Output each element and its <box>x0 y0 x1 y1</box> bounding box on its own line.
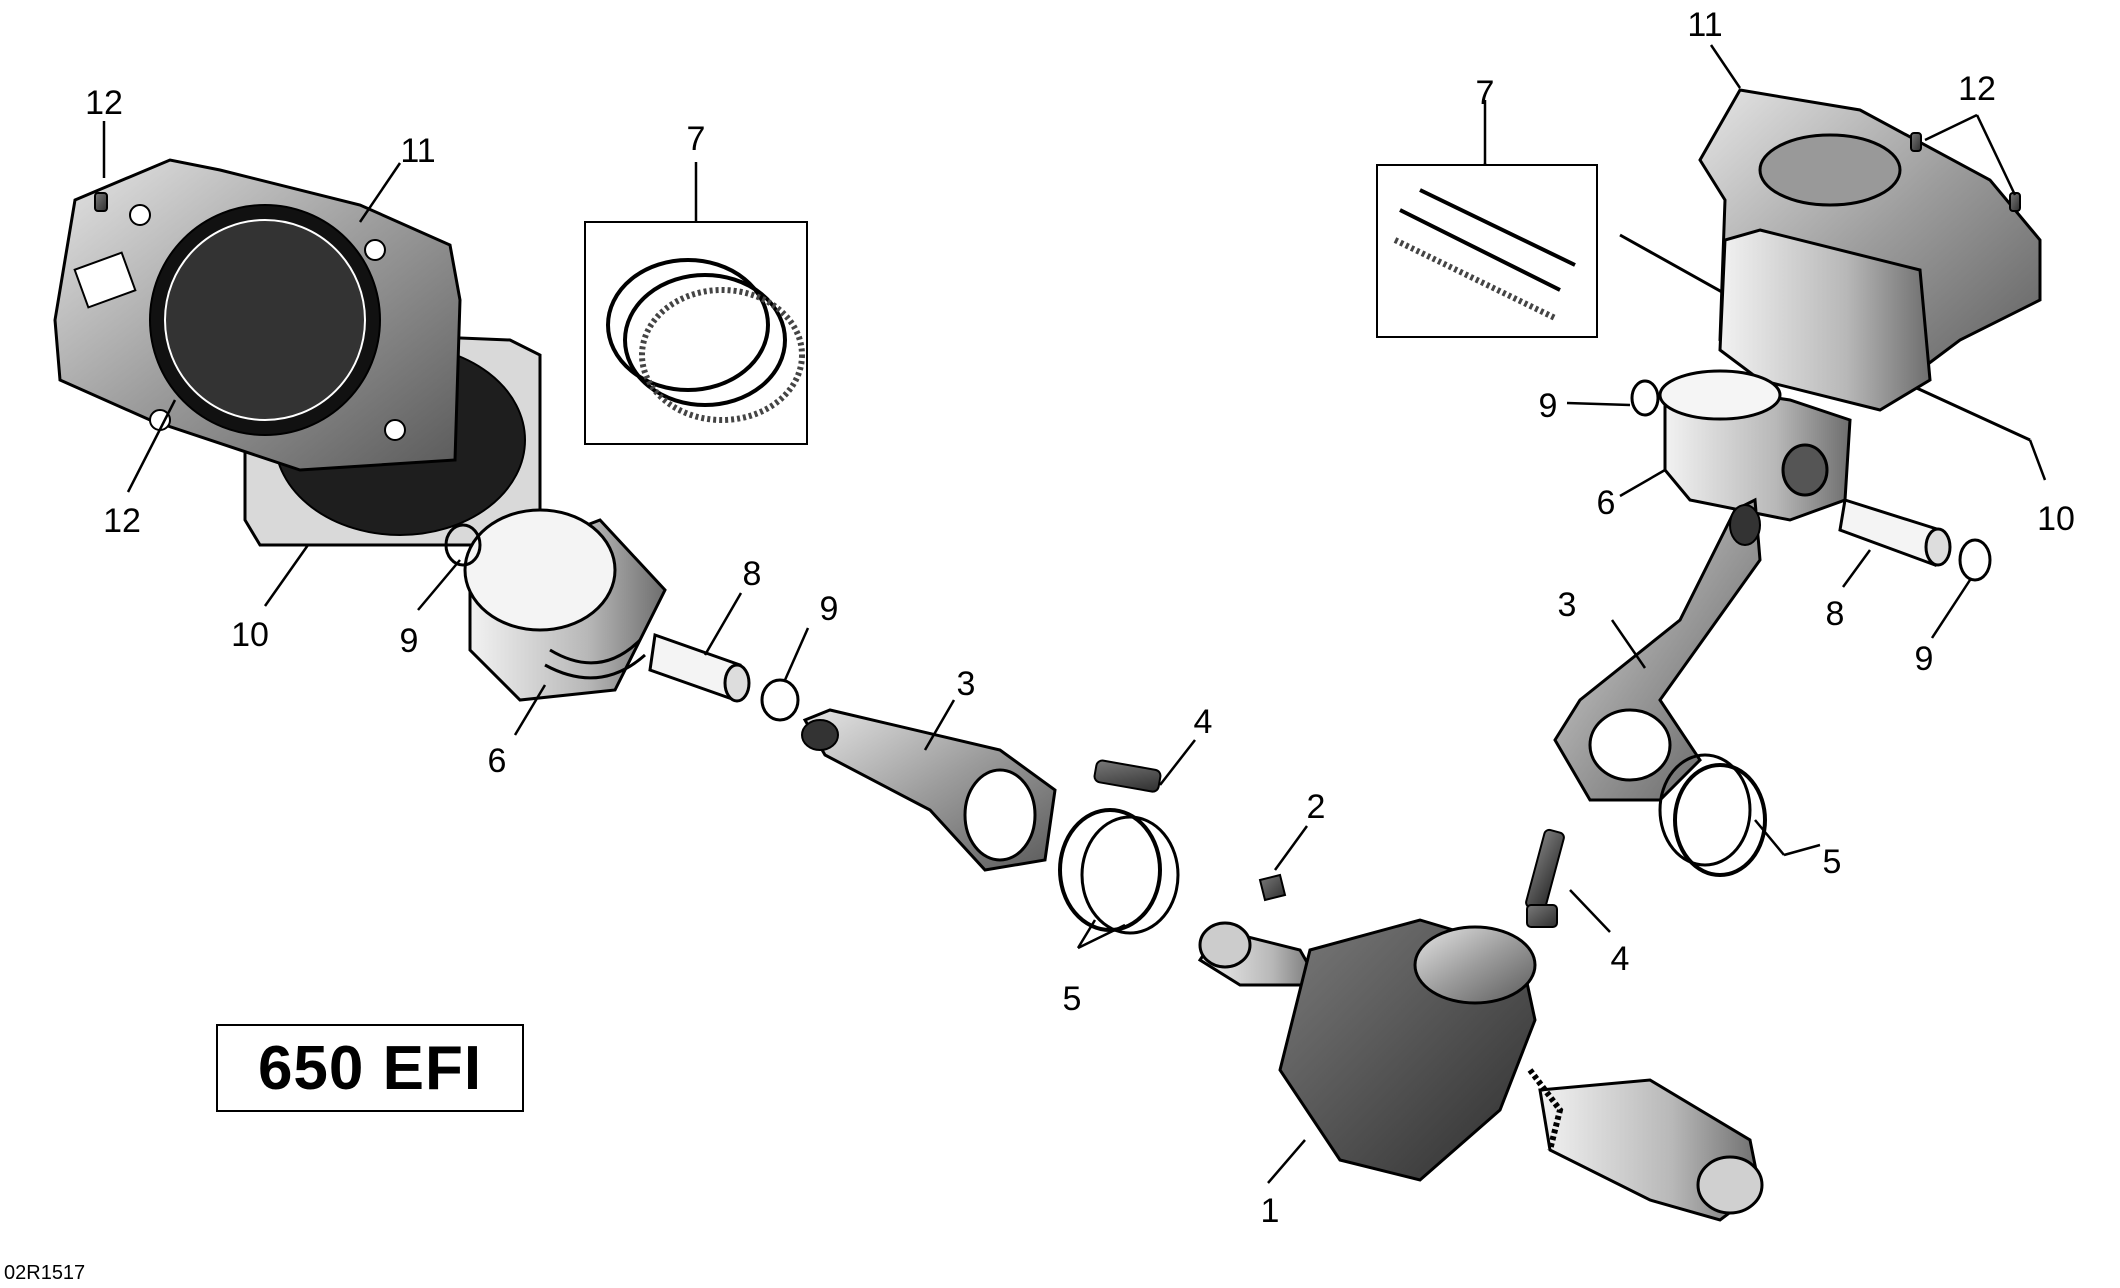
right-dowel-pin-b <box>2009 192 2021 212</box>
left-rod-bearing <box>1058 808 1180 935</box>
right-dowel-pin-a <box>1910 132 1922 152</box>
left-circlip-inner <box>760 678 800 722</box>
callout-8: 8 <box>1826 595 1845 633</box>
callout-labels: 12 11 12 10 9 7 6 8 9 3 4 5 2 1 11 12 7 … <box>85 6 2075 1230</box>
callout-4: 4 <box>1611 940 1630 978</box>
callout-11: 11 <box>400 132 435 170</box>
callout-3: 3 <box>957 665 976 703</box>
callout-7: 7 <box>687 120 706 158</box>
left-piston-ring-set <box>584 221 808 445</box>
model-label-box: 650 EFI <box>216 1024 524 1112</box>
callout-12: 12 <box>85 84 123 122</box>
reference-code: 02R1517 <box>4 1262 86 1284</box>
right-rod-bearing <box>1658 753 1767 877</box>
right-piston-ring-set <box>1376 164 1598 338</box>
callout-9: 9 <box>400 622 419 660</box>
right-circlip-upper <box>1630 379 1660 417</box>
callout-1: 1 <box>1261 1192 1280 1230</box>
right-piston <box>1658 369 1852 522</box>
left-dowel-pin <box>94 192 108 212</box>
woodruff-key <box>1258 873 1287 902</box>
callout-12: 12 <box>1958 70 1996 108</box>
left-cylinder <box>53 158 462 472</box>
callout-12: 12 <box>103 502 141 540</box>
right-connecting-rod <box>1553 497 1762 802</box>
right-cylinder <box>1698 88 2042 412</box>
callout-11: 11 <box>1687 6 1722 44</box>
callout-4: 4 <box>1194 703 1213 741</box>
callout-8: 8 <box>743 555 762 593</box>
left-connecting-rod <box>801 708 1057 872</box>
callout-9: 9 <box>820 590 839 628</box>
left-piston-pin <box>648 632 751 703</box>
callout-7: 7 <box>1476 74 1495 112</box>
callout-3: 3 <box>1558 586 1577 624</box>
right-circlip-lower <box>1958 538 1992 582</box>
left-piston <box>463 508 667 702</box>
leader-lines <box>102 44 2047 1184</box>
left-rod-bolt <box>1093 759 1162 793</box>
callout-6: 6 <box>488 742 507 780</box>
callout-5: 5 <box>1823 843 1842 881</box>
callout-5: 5 <box>1063 980 1082 1018</box>
model-label: 650 EFI <box>257 1033 483 1103</box>
right-rod-bolt <box>1525 828 1565 928</box>
left-circlip-outer <box>444 523 482 567</box>
callout-10: 10 <box>231 616 269 654</box>
callout-6: 6 <box>1597 484 1616 522</box>
right-piston-pin <box>1838 498 1952 568</box>
crankshaft <box>1197 918 1764 1222</box>
callout-2: 2 <box>1307 788 1326 826</box>
callout-10: 10 <box>2037 500 2075 538</box>
callout-9: 9 <box>1539 387 1558 425</box>
callout-9: 9 <box>1915 640 1934 678</box>
